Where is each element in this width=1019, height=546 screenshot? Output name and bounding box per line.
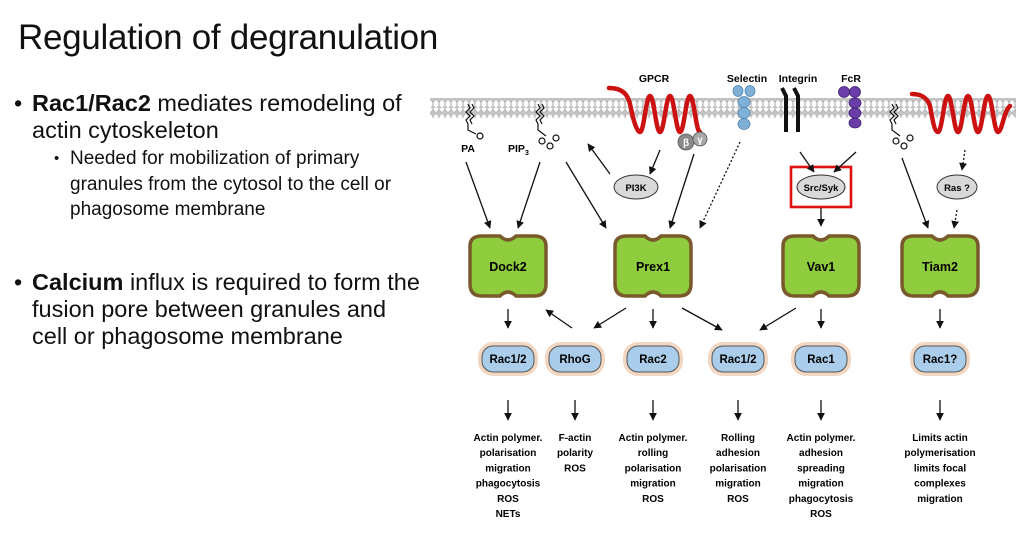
gtpase-label: Rac1	[807, 354, 835, 366]
function-item: Limits actin	[912, 433, 968, 444]
gtpase-5: Rac1?	[910, 342, 970, 376]
integrin-label: Integrin	[779, 73, 818, 85]
function-item: NETs	[496, 509, 521, 520]
pip3-label: PIP3	[508, 143, 529, 157]
dotted-arrows	[699, 141, 967, 229]
pip3-lipid-icon	[535, 103, 560, 150]
function-item: migration	[798, 479, 844, 490]
gtpase-4: Rac1	[791, 342, 851, 376]
function-item: ROS	[810, 509, 832, 520]
gpcr-receptor-icon	[606, 85, 703, 135]
function-item: ROS	[564, 463, 586, 474]
gtpase-1: RhoG	[545, 342, 605, 376]
plasma-membrane	[430, 98, 1016, 118]
gef-label: Dock2	[489, 260, 527, 274]
gef-label: Vav1	[807, 260, 836, 274]
gef-tiam2: Tiam2	[900, 234, 980, 298]
function-item: ROS	[642, 494, 664, 505]
function-item: rolling	[638, 448, 669, 459]
src-syk-label: Src/Syk	[804, 183, 840, 194]
function-item: F-actin	[559, 433, 592, 444]
function-item: adhesion	[716, 448, 760, 459]
fcr-receptor-icon	[838, 86, 862, 129]
ras-label: Ras ?	[944, 183, 970, 194]
integrin-receptor-icon	[780, 87, 800, 132]
gtpase-0: Rac1/2	[478, 342, 538, 376]
gtpase-3: Rac1/2	[708, 342, 768, 376]
ras-node	[936, 174, 978, 200]
slide-title: Regulation of degranulation	[18, 18, 439, 57]
function-item: Actin polymer.	[619, 433, 688, 444]
gef-label: Prex1	[636, 260, 670, 274]
function-item: spreading	[797, 463, 845, 474]
pip3-lipid-2-icon	[889, 103, 914, 150]
function-list-4: Actin polymer. adhesion spreading migration…	[787, 433, 856, 520]
bullet-rac-text: mediates remodeling of actin cytoskeleto…	[32, 90, 402, 143]
fcr-label: FcR	[841, 73, 861, 85]
gtpase-label: Rac1/2	[489, 354, 526, 366]
gpcr-receptor-2-icon	[909, 91, 1013, 135]
gtpase-label: Rac1/2	[719, 354, 756, 366]
function-list-5: Limits actin polymerisation limits focal co…	[904, 433, 975, 505]
function-item: phagocytosis	[789, 494, 854, 505]
function-item: migration	[715, 479, 761, 490]
function-item: Actin polymer.	[787, 433, 856, 444]
function-item: polarisation	[710, 463, 767, 474]
function-item: adhesion	[799, 448, 843, 459]
function-item: phagocytosis	[476, 479, 541, 490]
pi3k-label: PI3K	[625, 183, 646, 194]
bullet-list: Rac1/Rac2 mediates remodeling of actin c…	[14, 90, 424, 350]
function-item: polarisation	[480, 448, 537, 459]
bullet-rac-bold: Rac1/Rac2	[32, 90, 151, 116]
pa-label: PA	[461, 143, 475, 155]
function-list-0: Actin polymer. polarisation migration phago…	[474, 433, 543, 520]
selectin-receptor-icon	[732, 85, 756, 130]
signaling-diagram: GPCR Selectin Integrin FcR β γ PA	[424, 66, 1019, 541]
src-syk-highlight-box	[789, 165, 853, 209]
upstream-arrows	[465, 143, 930, 229]
selectin-label: Selectin	[727, 73, 767, 85]
gef-to-gtpase-arrows	[504, 307, 944, 331]
function-item: polymerisation	[904, 448, 975, 459]
function-item: migration	[485, 463, 531, 474]
gtpase-to-function-arrows	[504, 400, 944, 421]
bullet-calcium-bold: Calcium	[32, 268, 124, 295]
function-item: migration	[630, 479, 676, 490]
function-item: Rolling	[721, 433, 755, 444]
sub-bullet-mobilization: Needed for mobilization of primary granu…	[52, 146, 424, 223]
function-item: ROS	[497, 494, 519, 505]
gpcr-label: GPCR	[639, 73, 670, 85]
function-item: polarity	[557, 448, 594, 459]
bullet-rac: Rac1/Rac2 mediates remodeling of actin c…	[14, 90, 424, 144]
pi3k-node	[613, 174, 659, 200]
gamma-label: γ	[697, 135, 703, 146]
function-item: migration	[917, 494, 963, 505]
function-item: limits focal	[914, 463, 966, 474]
gef-dock2: Dock2	[468, 234, 548, 298]
beta-label: β	[683, 138, 689, 149]
gtpase-2: Rac2	[623, 342, 683, 376]
pa-lipid-icon	[465, 103, 484, 140]
function-item: polarisation	[625, 463, 682, 474]
gef-vav1: Vav1	[781, 234, 861, 298]
function-list-2: Actin polymer. rolling polarisation migrati…	[619, 433, 688, 505]
src-syk-node	[796, 174, 846, 200]
gtpase-label: Rac2	[639, 354, 667, 366]
gtpase-label: Rac1?	[923, 354, 958, 366]
bullet-calcium: Calcium influx is required to form the f…	[14, 269, 424, 350]
bullet-calcium-text: influx is required to form the fusion po…	[32, 268, 420, 349]
gef-prex1: Prex1	[613, 234, 693, 298]
gef-label: Tiam2	[922, 260, 958, 274]
gtpase-label: RhoG	[559, 354, 590, 366]
function-item: Actin polymer.	[474, 433, 543, 444]
function-item: ROS	[727, 494, 749, 505]
function-item: complexes	[914, 479, 966, 490]
g-gamma-icon	[692, 131, 708, 147]
